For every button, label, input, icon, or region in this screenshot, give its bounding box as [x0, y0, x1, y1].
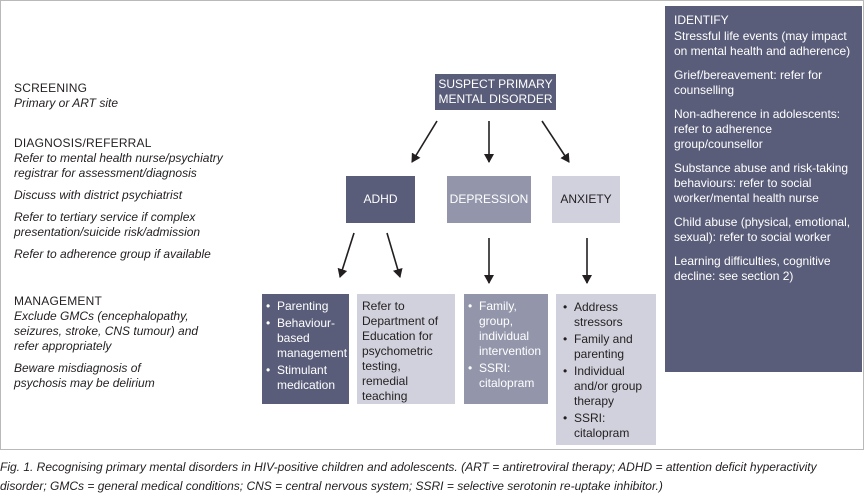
- anxiety-management-box: Address stressors Family and parenting I…: [556, 294, 656, 445]
- adhd-label: ADHD: [363, 192, 398, 206]
- diagnosis-title: DIAGNOSIS/REFERRAL: [14, 136, 152, 150]
- list-item: Address stressors: [563, 300, 650, 330]
- diagnosis-item: Refer to adherence group if available: [14, 247, 211, 261]
- diagnosis-item: Refer to mental health nurse/psychiatry …: [14, 151, 223, 180]
- identify-item: Learning difficulties, cognitive decline…: [674, 254, 831, 283]
- anxiety-box: ANXIETY: [552, 176, 620, 223]
- anxiety-label: ANXIETY: [560, 192, 612, 206]
- management-item: Beware misdiagnosis of psychosis may be …: [14, 361, 155, 390]
- list-item: Family, group, individual intervention: [468, 299, 545, 359]
- list-item: Parenting: [266, 299, 345, 314]
- identify-title: IDENTIFY: [674, 13, 729, 27]
- diagnosis-item: Discuss with district psychiatrist: [14, 188, 183, 202]
- screening-text: Primary or ART site: [14, 96, 119, 110]
- screening-title: SCREENING: [14, 81, 88, 95]
- arrow-adhd-mgmt-b: [386, 232, 403, 278]
- adhd-box: ADHD: [346, 176, 415, 223]
- depression-management-box: Family, group, individual intervention S…: [464, 294, 548, 404]
- identify-item: Stressful life events (may impact on men…: [674, 29, 851, 58]
- adhd-management-box-b: Refer to Department of Education for psy…: [357, 294, 455, 404]
- figure-caption: Fig. 1. Recognising primary mental disor…: [0, 460, 817, 493]
- depression-box: DEPRESSION: [447, 176, 531, 223]
- arrow-to-anxiety: [541, 120, 570, 163]
- identify-panel: IDENTIFY Stressful life events (may impa…: [665, 6, 862, 372]
- identify-item: Non-adherence in adolescents: refer to a…: [674, 107, 841, 151]
- list-item: Family and parenting: [563, 332, 650, 362]
- adhd-management-text: Refer to Department of Education for psy…: [362, 299, 439, 403]
- diagnosis-item: Refer to tertiary service if complex pre…: [14, 210, 201, 239]
- management-section: MANAGEMENT Exclude GMCs (encephalopathy,…: [14, 294, 219, 391]
- diagnosis-section: DIAGNOSIS/REFERRAL Refer to mental healt…: [14, 136, 239, 262]
- management-title: MANAGEMENT: [14, 294, 103, 308]
- adhd-management-box-a: Parenting Behaviour-based management Sti…: [262, 294, 349, 404]
- depression-label: DEPRESSION: [449, 192, 529, 206]
- suspect-disorder-label: SUSPECT PRIMARY MENTAL DISORDER: [438, 77, 553, 106]
- list-item: Stimulant medication: [266, 363, 345, 393]
- identify-item: Child abuse (physical, emotional, sexual…: [674, 215, 851, 244]
- identify-item: Grief/bereavement: refer for counselling: [674, 68, 823, 97]
- list-item: SSRI: citalopram: [563, 411, 650, 441]
- arrow-to-adhd: [411, 120, 438, 163]
- arrow-adhd-mgmt-a: [337, 232, 355, 278]
- suspect-disorder-box: SUSPECT PRIMARY MENTAL DISORDER: [435, 74, 556, 110]
- list-item: SSRI: citalopram: [468, 361, 545, 391]
- list-item: Behaviour-based management: [266, 316, 347, 361]
- screening-section: SCREENING Primary or ART site: [14, 81, 118, 111]
- list-item: Individual and/or group therapy: [563, 364, 650, 409]
- identify-item: Substance abuse and risk-taking behaviou…: [674, 161, 849, 205]
- management-item: Exclude GMCs (encephalopathy, seizures, …: [14, 309, 199, 353]
